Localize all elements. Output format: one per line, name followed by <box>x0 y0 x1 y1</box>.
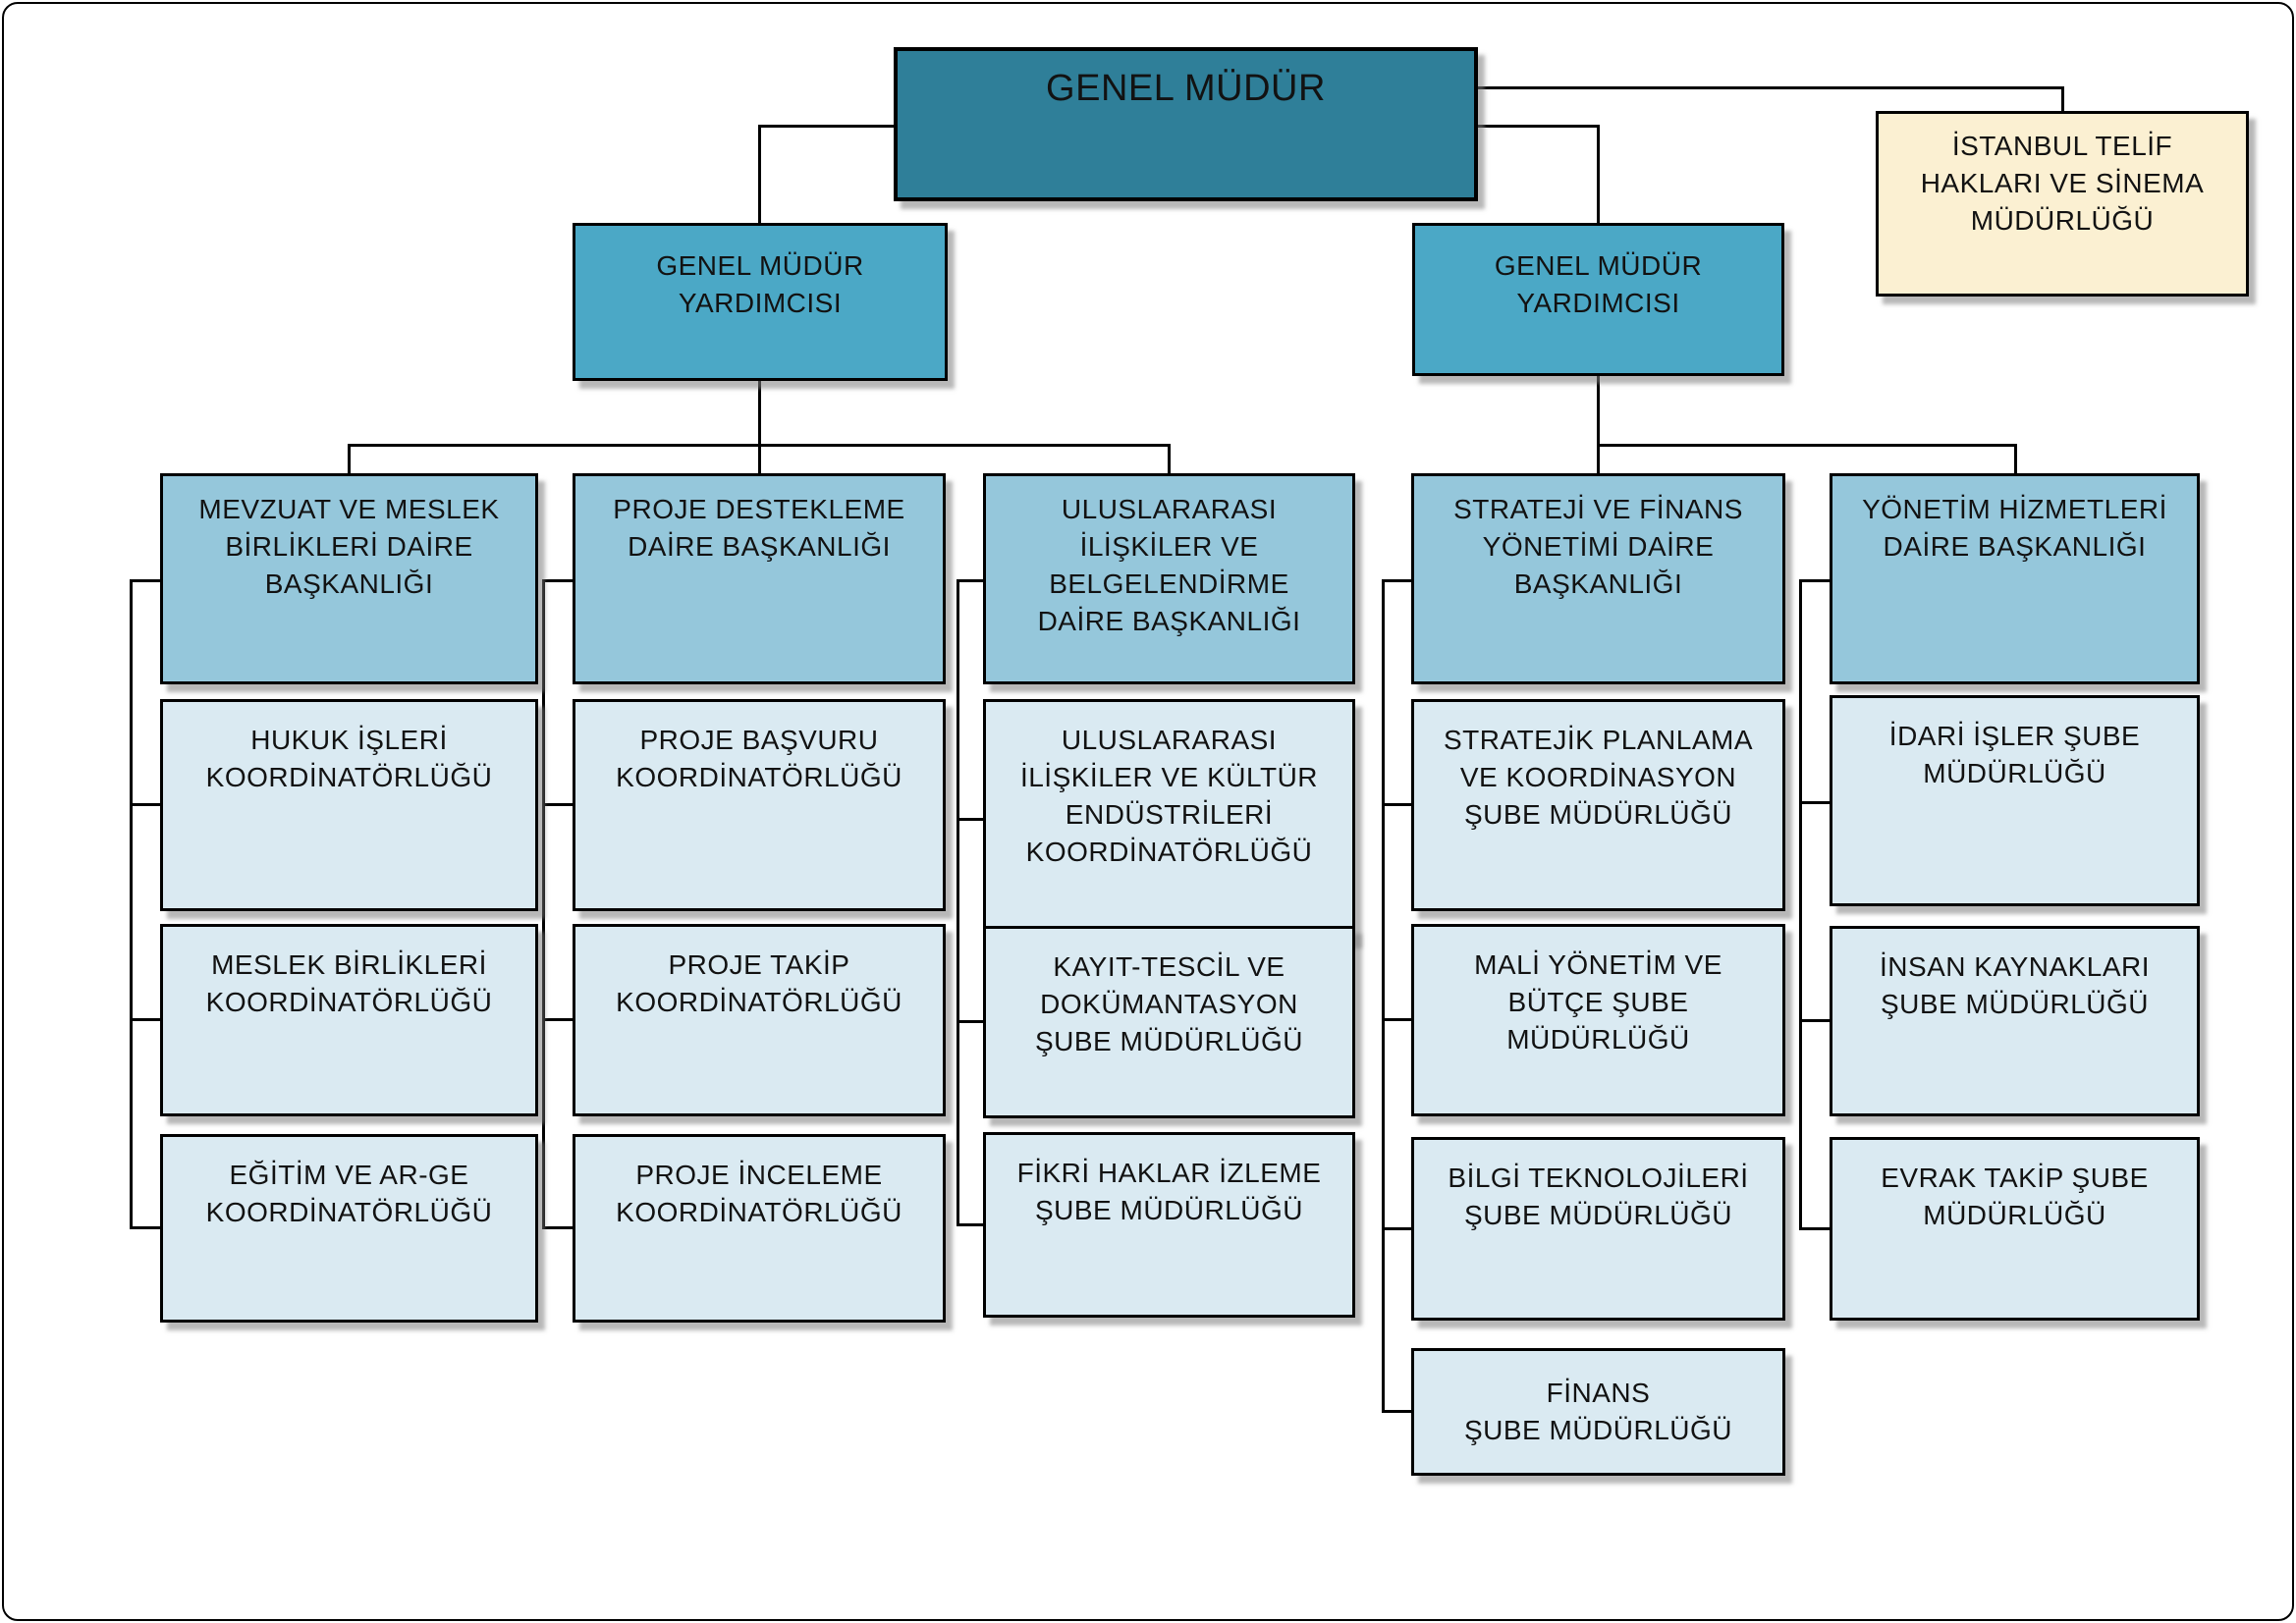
connector-root-to-deputy-left-h <box>760 125 897 128</box>
box-col2-child2: PROJE TAKİP KOORDİNATÖRLÜĞÜ <box>573 924 946 1116</box>
stub-col4-child3 <box>1382 1227 1414 1230</box>
box-col3-header: ULUSLARARASI İLİŞKİLER VE BELGELENDİRME … <box>983 473 1355 684</box>
stub-col1-child2 <box>130 1018 163 1021</box>
box-col4-child2: MALİ YÖNETİM VE BÜTÇE ŞUBE MÜDÜRLÜĞÜ <box>1411 924 1785 1116</box>
stub-col5-child2 <box>1799 1019 1832 1022</box>
box-col2-child3: PROJE İNCELEME KOORDİNATÖRLÜĞÜ <box>573 1134 946 1323</box>
stub-col3-child3 <box>957 1223 986 1226</box>
col4-child1-label: STRATEJİK PLANLAMA VE KOORDİNASYON ŞUBE … <box>1443 725 1753 831</box>
stub-col2-child1 <box>542 803 575 806</box>
connector-left-bus <box>348 444 1171 447</box>
istanbul-telif-label: İSTANBUL TELİF HAKLARI VE SİNEMA MÜDÜRLÜ… <box>1920 131 2205 237</box>
col4-child3-label: BİLGİ TEKNOLOJİLERİ ŞUBE MÜDÜRLÜĞÜ <box>1448 1163 1749 1231</box>
stub-col4-child1 <box>1382 803 1414 806</box>
stub-col4-child4 <box>1382 1410 1414 1413</box>
stub-col4-header <box>1382 579 1414 582</box>
box-col5-child3: EVRAK TAKİP ŞUBE MÜDÜRLÜĞÜ <box>1830 1137 2200 1321</box>
box-col2-header: PROJE DESTEKLEME DAİRE BAŞKANLIĞI <box>573 473 946 684</box>
connector-drop-col3 <box>1168 444 1171 476</box>
stub-col1-header <box>130 579 163 582</box>
box-col5-header: YÖNETİM HİZMETLERİ DAİRE BAŞKANLIĞI <box>1830 473 2200 684</box>
rail-col5 <box>1799 579 1802 1230</box>
col5-header-label: YÖNETİM HİZMETLERİ DAİRE BAŞKANLIĞI <box>1862 494 2167 563</box>
col1-header-label: MEVZUAT VE MESLEK BİRLİKLERİ DAİRE BAŞKA… <box>198 494 500 600</box>
col4-child4-label: FİNANS ŞUBE MÜDÜRLÜĞÜ <box>1463 1377 1733 1445</box>
col1-child1-label: HUKUK İŞLERİ KOORDİNATÖRLÜĞÜ <box>205 725 493 793</box>
connector-drop-col1 <box>348 444 351 476</box>
col3-child3-label: FİKRİ HAKLAR İZLEME ŞUBE MÜDÜRLÜĞÜ <box>1016 1158 1322 1226</box>
box-col3-child3: FİKRİ HAKLAR İZLEME ŞUBE MÜDÜRLÜĞÜ <box>983 1132 1355 1318</box>
col4-header-label: STRATEJİ VE FİNANS YÖNETİMİ DAİRE BAŞKAN… <box>1453 494 1743 600</box>
col1-child3-label: EĞİTİM VE AR-GE KOORDİNATÖRLÜĞÜ <box>205 1160 493 1228</box>
col2-child1-label: PROJE BAŞVURU KOORDİNATÖRLÜĞÜ <box>616 725 902 793</box>
connector-deputy-left-down <box>758 381 761 476</box>
box-deputy-left: GENEL MÜDÜR YARDIMCISI <box>573 223 948 381</box>
box-col4-header: STRATEJİ VE FİNANS YÖNETİMİ DAİRE BAŞKAN… <box>1411 473 1785 684</box>
box-col1-child3: EĞİTİM VE AR-GE KOORDİNATÖRLÜĞÜ <box>160 1134 538 1323</box>
box-col1-header: MEVZUAT VE MESLEK BİRLİKLERİ DAİRE BAŞKA… <box>160 473 538 684</box>
col5-child1-label: İDARİ İŞLER ŞUBE MÜDÜRLÜĞÜ <box>1888 721 2141 789</box>
stub-col4-child2 <box>1382 1018 1414 1021</box>
box-col1-child1: HUKUK İŞLERİ KOORDİNATÖRLÜĞÜ <box>160 699 538 911</box>
stub-col2-child2 <box>542 1018 575 1021</box>
connector-root-to-affiliate-v <box>2061 86 2064 114</box>
stub-col3-child2 <box>957 1020 986 1023</box>
rail-col3 <box>957 579 959 1226</box>
stub-col1-child3 <box>130 1226 163 1229</box>
box-col4-child3: BİLGİ TEKNOLOJİLERİ ŞUBE MÜDÜRLÜĞÜ <box>1411 1137 1785 1321</box>
stub-col2-child3 <box>542 1226 575 1229</box>
rail-col1 <box>130 579 133 1229</box>
rail-col2 <box>542 579 545 1229</box>
box-deputy-right: GENEL MÜDÜR YARDIMCISI <box>1412 223 1784 376</box>
connector-root-to-affiliate-h <box>1475 86 2064 89</box>
genel-mudur-label: GENEL MÜDÜR <box>1046 68 1326 109</box>
col2-header-label: PROJE DESTEKLEME DAİRE BAŞKANLIĞI <box>613 494 905 563</box>
col3-child1-label: ULUSLARARASI İLİŞKİLER VE KÜLTÜR ENDÜSTR… <box>1019 725 1319 868</box>
col1-child2-label: MESLEK BİRLİKLERİ KOORDİNATÖRLÜĞÜ <box>205 949 493 1018</box>
stub-col5-child3 <box>1799 1227 1832 1230</box>
box-col5-child2: İNSAN KAYNAKLARI ŞUBE MÜDÜRLÜĞÜ <box>1830 926 2200 1116</box>
connector-root-to-deputy-left-v <box>758 125 761 226</box>
deputy-right-label: GENEL MÜDÜR YARDIMCISI <box>1494 250 1703 319</box>
connector-root-to-deputy-right-h <box>1475 125 1600 128</box>
col3-child2-label: KAYIT-TESCİL VE DOKÜMANTASYON ŞUBE MÜDÜR… <box>1034 951 1304 1057</box>
stub-col2-header <box>542 579 575 582</box>
box-col2-child1: PROJE BAŞVURU KOORDİNATÖRLÜĞÜ <box>573 699 946 911</box>
col4-child2-label: MALİ YÖNETİM VE BÜTÇE ŞUBE MÜDÜRLÜĞÜ <box>1474 949 1722 1055</box>
stub-col3-header <box>957 579 986 582</box>
box-col1-child2: MESLEK BİRLİKLERİ KOORDİNATÖRLÜĞÜ <box>160 924 538 1116</box>
stub-col3-child1 <box>957 818 986 821</box>
box-col3-child1: ULUSLARARASI İLİŞKİLER VE KÜLTÜR ENDÜSTR… <box>983 699 1355 941</box>
stub-col5-header <box>1799 579 1832 582</box>
stub-col5-child1 <box>1799 801 1832 804</box>
col5-child3-label: EVRAK TAKİP ŞUBE MÜDÜRLÜĞÜ <box>1881 1163 2149 1231</box>
box-genel-mudur: GENEL MÜDÜR <box>894 47 1478 201</box>
deputy-left-label: GENEL MÜDÜR YARDIMCISI <box>656 250 864 319</box>
rail-col4 <box>1382 579 1385 1413</box>
connector-root-to-deputy-right-v <box>1597 125 1600 226</box>
connector-right-bus <box>1597 444 2017 447</box>
connector-drop-col5 <box>2014 444 2017 476</box>
box-col4-child4: FİNANS ŞUBE MÜDÜRLÜĞÜ <box>1411 1348 1785 1476</box>
box-col4-child1: STRATEJİK PLANLAMA VE KOORDİNASYON ŞUBE … <box>1411 699 1785 911</box>
box-col3-child2: KAYIT-TESCİL VE DOKÜMANTASYON ŞUBE MÜDÜR… <box>983 926 1355 1118</box>
stub-col1-child1 <box>130 803 163 806</box>
col5-child2-label: İNSAN KAYNAKLARI ŞUBE MÜDÜRLÜĞÜ <box>1879 951 2151 1020</box>
box-istanbul-telif: İSTANBUL TELİF HAKLARI VE SİNEMA MÜDÜRLÜ… <box>1876 111 2249 297</box>
connector-deputy-right-down <box>1597 376 1600 476</box>
col2-child2-label: PROJE TAKİP KOORDİNATÖRLÜĞÜ <box>616 949 902 1018</box>
box-col5-child1: İDARİ İŞLER ŞUBE MÜDÜRLÜĞÜ <box>1830 695 2200 906</box>
col2-child3-label: PROJE İNCELEME KOORDİNATÖRLÜĞÜ <box>616 1160 902 1228</box>
col3-header-label: ULUSLARARASI İLİŞKİLER VE BELGELENDİRME … <box>1037 494 1301 637</box>
